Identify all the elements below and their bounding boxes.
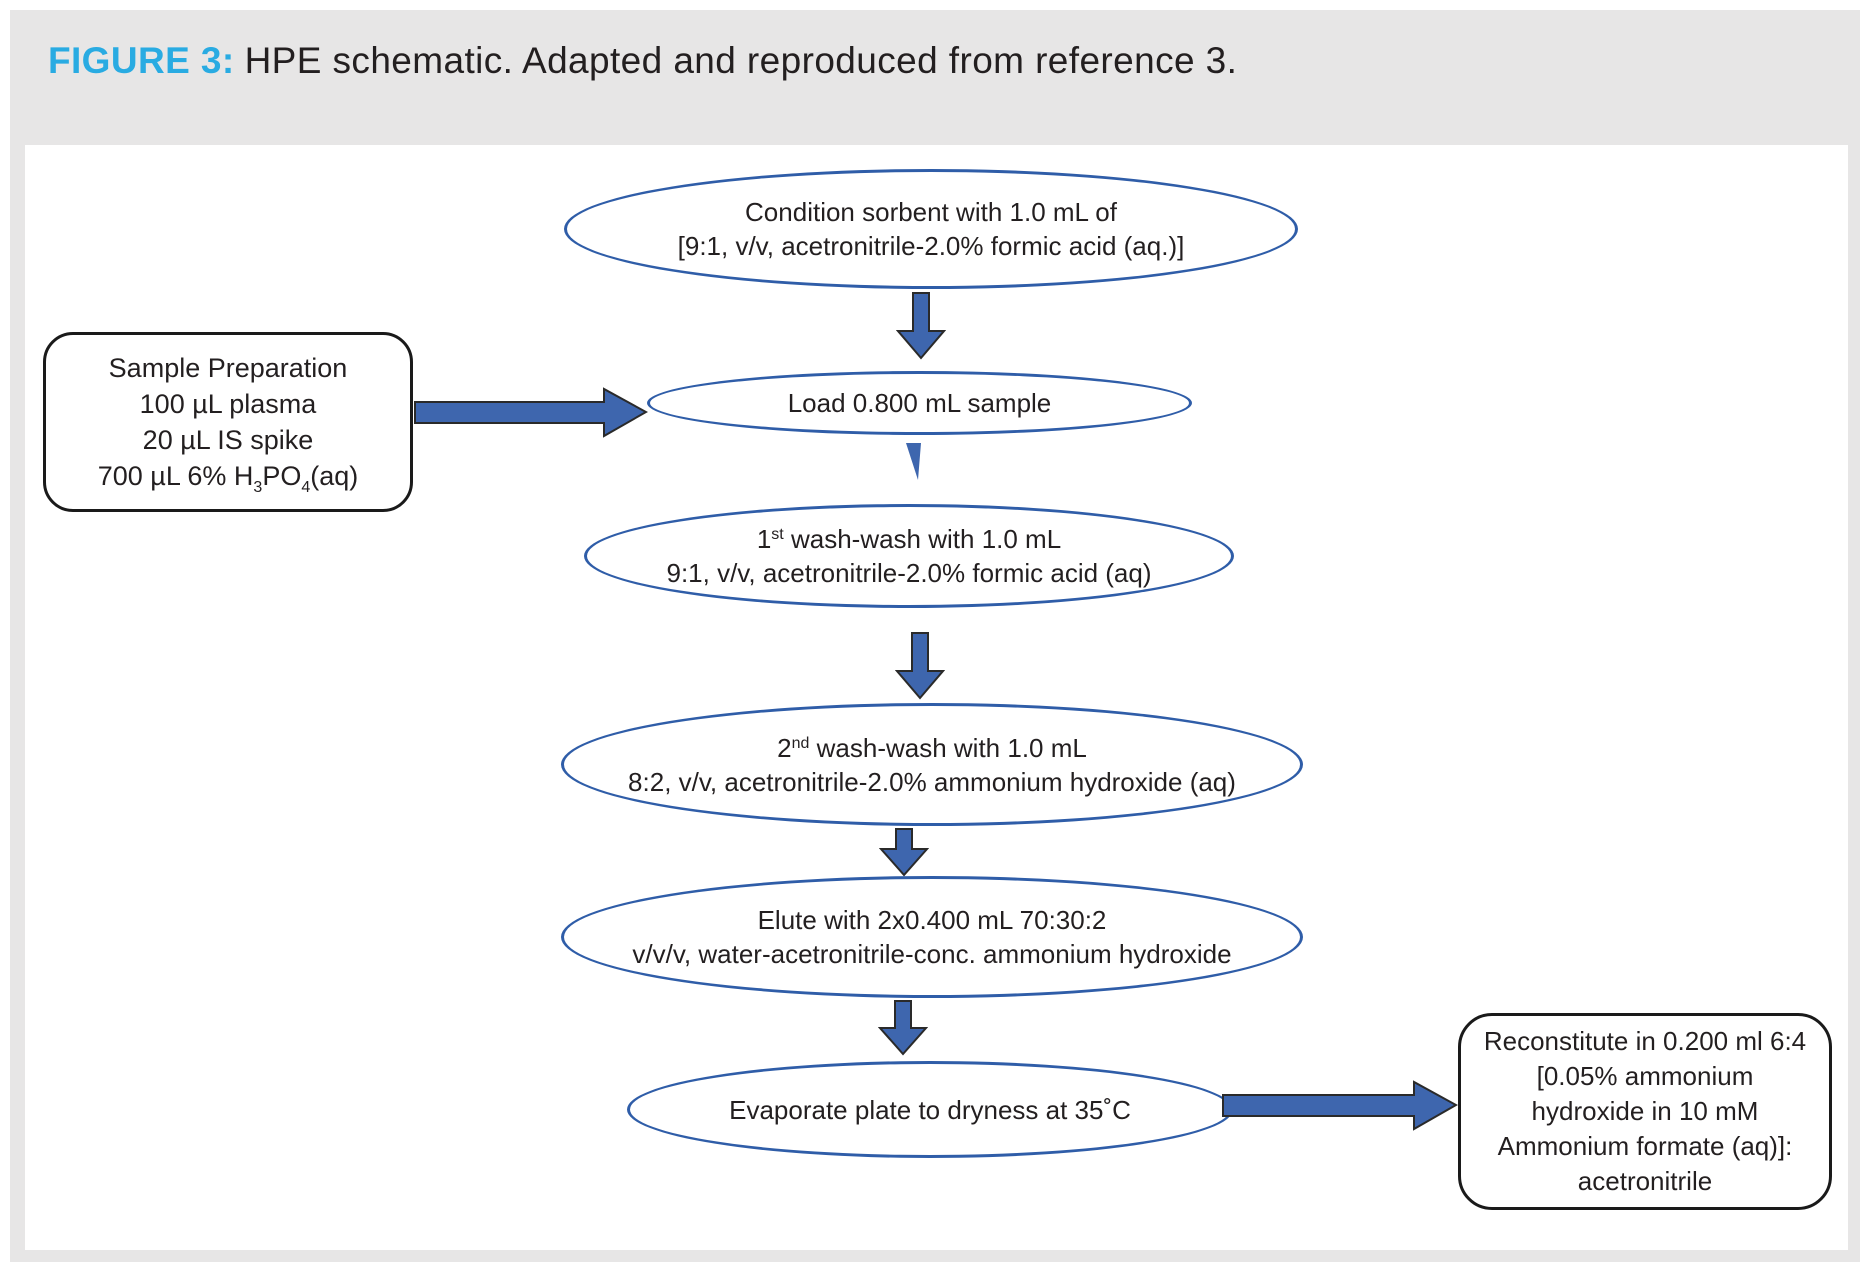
step-condition-sorbent: Condition sorbent with 1.0 mL of [9:1, v…	[564, 169, 1298, 289]
sample-preparation-box: Sample Preparation 100 µL plasma 20 µL I…	[43, 332, 413, 512]
box-text-line: acetronitrile	[1577, 1166, 1713, 1196]
step-text-line: Evaporate plate to dryness at 35˚C	[729, 1094, 1131, 1125]
arrow-right-icon	[414, 387, 648, 438]
arrow-down-icon	[895, 632, 945, 700]
box-text-line: Sample Preparation	[108, 353, 348, 383]
step-text-line: 9:1, v/v, acetronitrile-2.0% formic acid…	[666, 558, 1152, 588]
step-text-line: Elute with 2x0.400 mL 70:30:2	[757, 905, 1107, 935]
step-load-sample: Load 0.800 mL sample	[647, 371, 1192, 435]
step-second-wash: 2nd wash-wash with 1.0 mL 8:2, v/v, acet…	[561, 703, 1303, 826]
step-first-wash: 1st wash-wash with 1.0 mL 9:1, v/v, acet…	[584, 504, 1234, 608]
figure-title-text: HPE schematic. Adapted and reproduced fr…	[244, 40, 1238, 81]
box-text-line: 20 µL IS spike	[142, 425, 314, 455]
step-text-line: 8:2, v/v, acetronitrile-2.0% ammonium hy…	[628, 766, 1236, 797]
ordinal-superscript: st	[771, 526, 784, 543]
box-text-line: [0.05% ammonium	[1536, 1061, 1754, 1091]
step-evaporate: Evaporate plate to dryness at 35˚C	[627, 1061, 1233, 1158]
box-text-line: 100 µL plasma	[139, 389, 317, 419]
step-text-line: [9:1, v/v, acetronitrile-2.0% formic aci…	[677, 231, 1185, 261]
step-text-line: 1st wash-wash with 1.0 mL	[756, 524, 1062, 554]
reconstitute-box: Reconstitute in 0.200 ml 6:4 [0.05% ammo…	[1458, 1013, 1832, 1210]
ordinal-superscript: nd	[791, 734, 810, 752]
figure-number-label: FIGURE 3:	[48, 40, 235, 81]
box-text-line: hydroxide in 10 mM	[1531, 1096, 1759, 1126]
step-text-line: 2nd wash-wash with 1.0 mL	[777, 732, 1087, 763]
arrow-down-icon	[878, 1000, 928, 1056]
box-text-line: 700 µL 6% H3PO4(aq)	[97, 461, 359, 496]
arrow-right-icon	[1222, 1080, 1458, 1131]
step-text-line: Load 0.800 mL sample	[787, 388, 1052, 418]
arrow-down-icon	[896, 292, 946, 360]
box-text-line: Reconstitute in 0.200 ml 6:4	[1483, 1026, 1807, 1056]
box-text-line: Ammonium formate (aq)]:	[1497, 1131, 1793, 1161]
arrow-down-icon	[879, 828, 929, 877]
arrow-wedge-icon	[906, 443, 921, 480]
step-text-line: Condition sorbent with 1.0 mL of	[745, 197, 1117, 227]
step-elute: Elute with 2x0.400 mL 70:30:2 v/v/v, wat…	[561, 876, 1303, 998]
figure-title: FIGURE 3:HPE schematic. Adapted and repr…	[48, 40, 1237, 82]
subscript: 4	[301, 479, 311, 496]
subscript: 3	[253, 479, 263, 496]
step-text-line: v/v/v, water-acetronitrile-conc. ammoniu…	[632, 939, 1232, 969]
